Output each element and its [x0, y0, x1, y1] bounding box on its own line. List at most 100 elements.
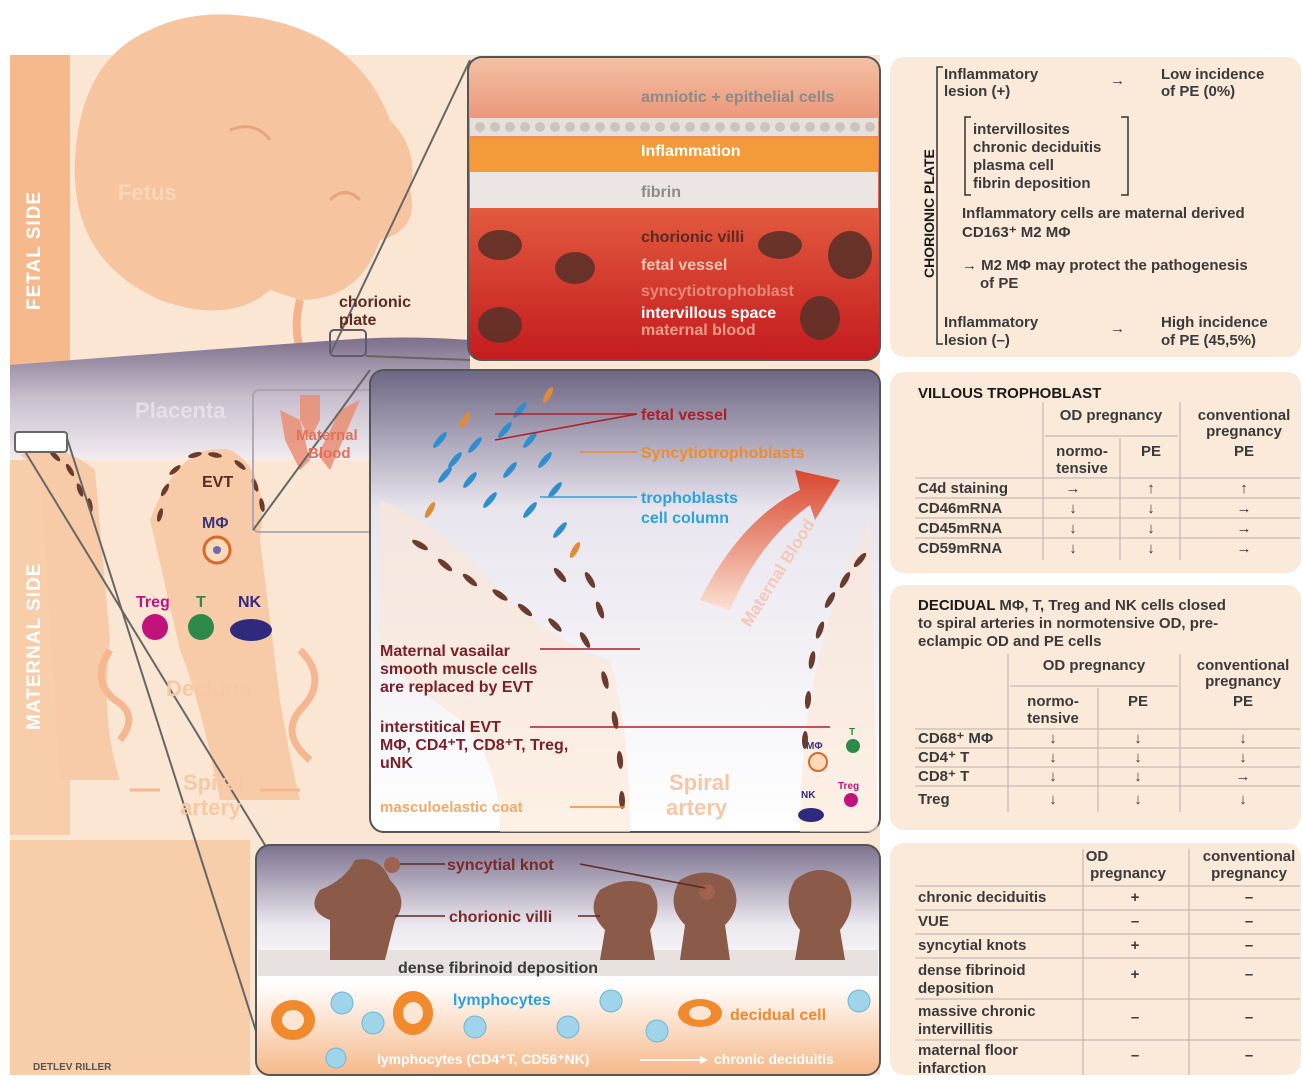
decidual-row-b: ↓: [1134, 749, 1142, 766]
outcome-row-od: –: [1131, 1047, 1139, 1064]
lymphocytes-label: lymphocytes: [453, 992, 551, 1009]
villous-conv-pe-header: PE: [1234, 443, 1254, 460]
outcome-row-conv: –: [1245, 889, 1253, 906]
lesion-neg-1: Inflammatory: [944, 314, 1039, 331]
low-incidence-2: of PE (0%): [1161, 83, 1235, 100]
trophoblasts-label-1: trophoblasts: [641, 490, 738, 507]
nk-label: NK: [238, 594, 262, 611]
villous-row-c: →: [1237, 500, 1252, 517]
outcome-conv-header-2: pregnancy: [1211, 865, 1288, 882]
decidual-row-label: CD68⁺ MΦ: [918, 730, 993, 747]
villous-normo-1: normo-: [1056, 443, 1108, 460]
outcome-row-conv: –: [1245, 966, 1253, 983]
outcome-row-label: massive chronic: [918, 1003, 1036, 1020]
mid-nk-label: NK: [801, 790, 816, 801]
decidual-conv-header-1: conventional: [1197, 657, 1290, 674]
treg-label: Treg: [136, 594, 170, 611]
villous-row-c: ↑: [1240, 480, 1248, 497]
decidual-od-header: OD pregnancy: [1043, 657, 1146, 674]
interstitial-evt-label-2: MΦ, CD4⁺T, CD8⁺T, Treg,: [380, 737, 568, 754]
villous-pe-header: PE: [1141, 443, 1161, 460]
intervillous-space-label: intervillous space: [641, 305, 776, 322]
outcome-row-od: –: [1131, 913, 1139, 930]
interstitial-evt-label-1: interstitical EVT: [380, 719, 501, 736]
maternal-blood-label-2: Blood: [308, 445, 351, 462]
lesion-neg-2: lesion (–): [944, 332, 1010, 349]
decidual-row-c: ↓: [1239, 730, 1247, 747]
lesion-pos-2: lesion (+): [944, 83, 1010, 100]
t-cell-icon: [188, 614, 214, 640]
inflammation-label: Inflammation: [641, 143, 741, 160]
high-incidence-2: of PE (45,5%): [1161, 332, 1256, 349]
outcome-row-label-2: deposition: [918, 980, 994, 997]
macrophage-label: MΦ: [202, 515, 228, 532]
maternal-derived-1: Inflammatory cells are maternal derived: [962, 205, 1245, 222]
middle-inset: [370, 370, 880, 832]
chorionic-plate-label-1: chorionic: [339, 294, 411, 311]
decidual-conv-header-2: pregnancy: [1205, 673, 1282, 690]
villous-row-label: CD46mRNA: [918, 500, 1002, 517]
villous-row-a: ↓: [1069, 500, 1077, 517]
villous-row-b: ↑: [1147, 480, 1155, 497]
decidual-row-label: CD4⁺ T: [918, 749, 969, 766]
outcome-row-label: VUE: [918, 913, 949, 930]
outcome-row-od: +: [1131, 889, 1140, 906]
outcome-row-label: maternal floor: [918, 1042, 1018, 1059]
maternal-derived-2: CD163⁺ M2 MΦ: [962, 224, 1071, 241]
outcome-row-label: syncytial knots: [918, 937, 1026, 954]
outcome-row-conv: –: [1245, 937, 1253, 954]
low-incidence-1: Low incidence: [1161, 66, 1264, 83]
decidual-row-b: ↓: [1134, 768, 1142, 785]
villous-row-c: →: [1237, 540, 1252, 557]
decidual-title-rest: MΦ, T, Treg and NK cells closed: [995, 597, 1226, 614]
decidua-label: Decidua: [166, 676, 252, 701]
villous-row-a: →: [1066, 480, 1081, 497]
decidual-title-bold: DECIDUAL: [918, 597, 995, 614]
outcome-od-header-1: OD: [1086, 848, 1109, 865]
decidual-row-b: ↓: [1134, 730, 1142, 747]
protect-2: of PE: [980, 275, 1018, 292]
villous-row-a: ↓: [1069, 520, 1077, 537]
mid-spiral-label-1: Spiral: [669, 770, 730, 795]
fibrin-label: fibrin: [641, 184, 681, 201]
lymphocyte-chain-label: lymphocytes (CD4⁺T, CD56⁺NK): [377, 1051, 589, 1067]
outcome-od-header-2: pregnancy: [1090, 865, 1167, 882]
decidual-normo-1: normo-: [1027, 693, 1079, 710]
decidual-title-2: to spiral arteries in normotensive OD, p…: [918, 615, 1218, 632]
protect-1: → M2 MΦ may protect the pathogenesis: [962, 257, 1248, 274]
spiral-artery-label-1: Spiral: [183, 770, 244, 795]
mid-macrophage-label: MΦ: [806, 741, 823, 752]
decidual-pe-header: PE: [1128, 693, 1148, 710]
mid-treg-label: Treg: [838, 781, 859, 792]
decidual-normo-2: tensive: [1027, 710, 1079, 727]
vascular-label-1: Maternal vasailar: [380, 643, 510, 660]
maternal-blood-label-1: Maternal: [296, 427, 358, 444]
villous-title: VILLOUS TROPHOBLAST: [918, 385, 1101, 402]
lesion-pos-1: Inflammatory: [944, 66, 1039, 83]
villous-od-header: OD pregnancy: [1060, 407, 1163, 424]
arrow-1: →: [1110, 72, 1125, 89]
villous-normo-2: tensive: [1056, 460, 1108, 477]
placenta-label: Placenta: [135, 398, 226, 423]
interstitial-evt-label-3: uNK: [380, 755, 413, 772]
vascular-label-3: are replaced by EVT: [380, 679, 533, 696]
maternal-side-label: MATERNAL SIDE: [24, 563, 45, 730]
villous-row-b: ↓: [1147, 500, 1155, 517]
credit-label: DETLEV RILLER: [33, 1062, 112, 1073]
decidual-row-a: ↓: [1049, 791, 1057, 808]
chorionic-plate-title: CHORIONIC PLATE: [921, 149, 937, 278]
vascular-label-2: smooth muscle cells: [380, 661, 537, 678]
outcome-row-conv: –: [1245, 913, 1253, 930]
musculoelastic-coat-label: masculoelastic coat: [380, 799, 523, 816]
decidual-row-c: ↓: [1239, 791, 1247, 808]
decidual-row-label: CD8⁺ T: [918, 768, 969, 785]
villous-conv-header-2: pregnancy: [1206, 423, 1283, 440]
decidual-row-c: ↓: [1239, 749, 1247, 766]
maternal-blood-inset-label: maternal blood: [641, 322, 756, 339]
lesion-list-3: fibrin deposition: [973, 175, 1091, 192]
fetal-vessel-label: fetal vessel: [641, 257, 727, 274]
syncytial-knot-label: syncytial knot: [447, 857, 554, 874]
high-incidence-1: High incidence: [1161, 314, 1268, 331]
syncytiotrophoblast-label: syncytiotrophoblast: [641, 283, 795, 300]
